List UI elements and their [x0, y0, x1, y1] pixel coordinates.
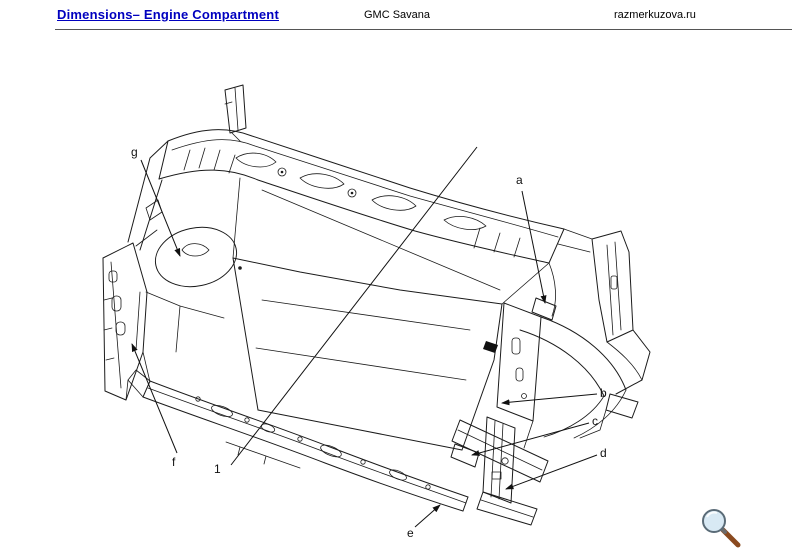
callout-leaders	[131, 146, 598, 528]
page-title[interactable]: Dimensions– Engine Compartment	[57, 7, 279, 22]
callout-a: a	[516, 173, 523, 187]
right-wheelhouse	[496, 262, 627, 449]
leader-d	[505, 454, 598, 490]
vehicle-model-label: GMC Savana	[364, 9, 431, 21]
leader-c	[471, 422, 590, 456]
leader-1	[230, 146, 478, 466]
callout-labels: g a b c d e f 1	[131, 145, 607, 540]
callout-1: 1	[214, 462, 221, 476]
right-pillar	[557, 228, 651, 439]
callout-e: e	[407, 526, 414, 540]
right-lower-rail	[450, 341, 549, 526]
cowl-panel	[158, 84, 565, 305]
callout-f: f	[172, 455, 176, 469]
magnifier-icon[interactable]	[702, 509, 741, 548]
callout-g: g	[131, 145, 138, 159]
callout-b: b	[600, 386, 607, 400]
callout-c: c	[592, 414, 598, 428]
engine-bay-opening	[232, 257, 503, 451]
leader-b	[501, 393, 598, 406]
leader-a	[521, 190, 547, 304]
leader-e	[414, 504, 441, 528]
leader-g	[140, 159, 181, 257]
header-divider	[55, 29, 792, 30]
callout-d: d	[600, 446, 607, 460]
leader-f	[131, 343, 178, 454]
site-name-label[interactable]: razmerkuzova.ru	[614, 9, 696, 21]
left-side-structure	[102, 140, 238, 401]
radiator-support	[125, 369, 469, 512]
